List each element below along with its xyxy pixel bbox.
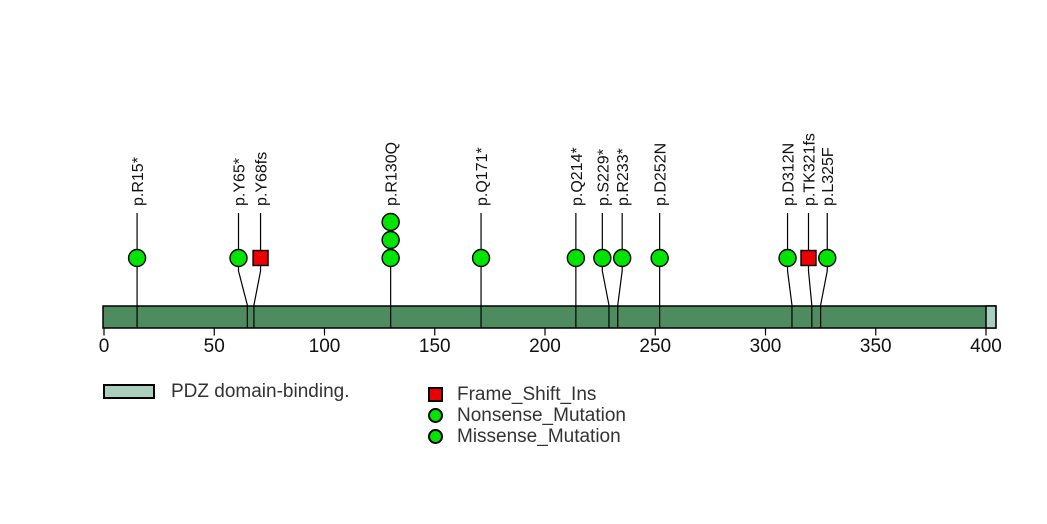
frame-shift-ins-label: Frame_Shift_Ins (457, 384, 597, 405)
mutation-marker-circle (778, 248, 797, 268)
mutation-marker-square (252, 249, 269, 267)
missense-mutation-label: Missense_Mutation (457, 426, 621, 447)
pdz-domain-swatch (103, 384, 155, 399)
mutation-stem (253, 213, 262, 328)
mutation-stem (601, 213, 610, 328)
mutation-marker-circle (612, 248, 632, 268)
axis-tick-label: 350 (860, 336, 892, 357)
missense-mutation-icon (428, 429, 443, 444)
mutation-marker-circle (566, 248, 586, 268)
legend-row-frame-shift-ins: Frame_Shift_Ins (428, 384, 626, 405)
mutation-marker-circle (381, 212, 400, 232)
axis-tick-label: 100 (309, 336, 341, 357)
mutation-marker-circle (229, 248, 248, 268)
mutation-marker-square (800, 249, 817, 267)
mutation-label: p.Q214* (569, 147, 586, 206)
mutation-marker-circle (127, 248, 147, 268)
mutation-label: p.R15* (130, 157, 147, 206)
axis-tick-label: 250 (639, 336, 671, 357)
pdz-domain-segment (985, 305, 997, 329)
axis-tick-label: 400 (970, 336, 1002, 357)
protein-bar (102, 305, 997, 329)
frame-shift-ins-icon (428, 387, 443, 402)
mutation-marker-circle (593, 248, 612, 268)
axis-tick-label: 150 (419, 336, 451, 357)
mutation-marker-circle (818, 248, 837, 268)
mutation-label: p.R130Q (384, 142, 401, 206)
mutation-label: p.L325F (820, 147, 837, 206)
axis-tick-label: 0 (99, 336, 110, 357)
mutation-stem (617, 213, 623, 328)
nonsense-mutation-label: Nonsense_Mutation (457, 405, 626, 426)
nonsense-mutation-icon (428, 408, 443, 423)
axis-tick-label: 50 (204, 336, 225, 357)
mutation-stem (237, 213, 248, 328)
mutation-marker-circle (650, 248, 669, 268)
mutation-stem (786, 213, 793, 328)
axis-tick-label: 200 (529, 336, 561, 357)
mutation-label: p.Y68fs (254, 152, 271, 206)
mutation-label: p.S229* (595, 149, 612, 206)
legend-row-nonsense-mutation: Nonsense_Mutation (428, 405, 626, 426)
mutation-stem (807, 213, 813, 328)
mutation-label: p.Q171* (474, 147, 491, 206)
domain-legend: PDZ domain-binding. (103, 382, 349, 401)
mutation-marker-circle (471, 248, 491, 268)
legend-row-missense-mutation: Missense_Mutation (428, 426, 626, 447)
mutation-stem (820, 213, 828, 328)
mutation-label: p.Y65* (232, 158, 249, 206)
mutation-label: p.R233* (615, 148, 632, 206)
pdz-domain-label: PDZ domain-binding. (171, 381, 350, 402)
mutation-label: p.D312N (781, 143, 798, 206)
mutation-type-legend: Frame_Shift_Ins Nonsense_Mutation Missen… (428, 384, 626, 447)
mutation-marker-circle (381, 248, 400, 268)
axis-tick-label: 300 (750, 336, 782, 357)
mutation-label: p.D252N (653, 143, 670, 206)
mutation-label: p.TK321fs (801, 133, 818, 206)
mutation-marker-circle (381, 230, 400, 250)
